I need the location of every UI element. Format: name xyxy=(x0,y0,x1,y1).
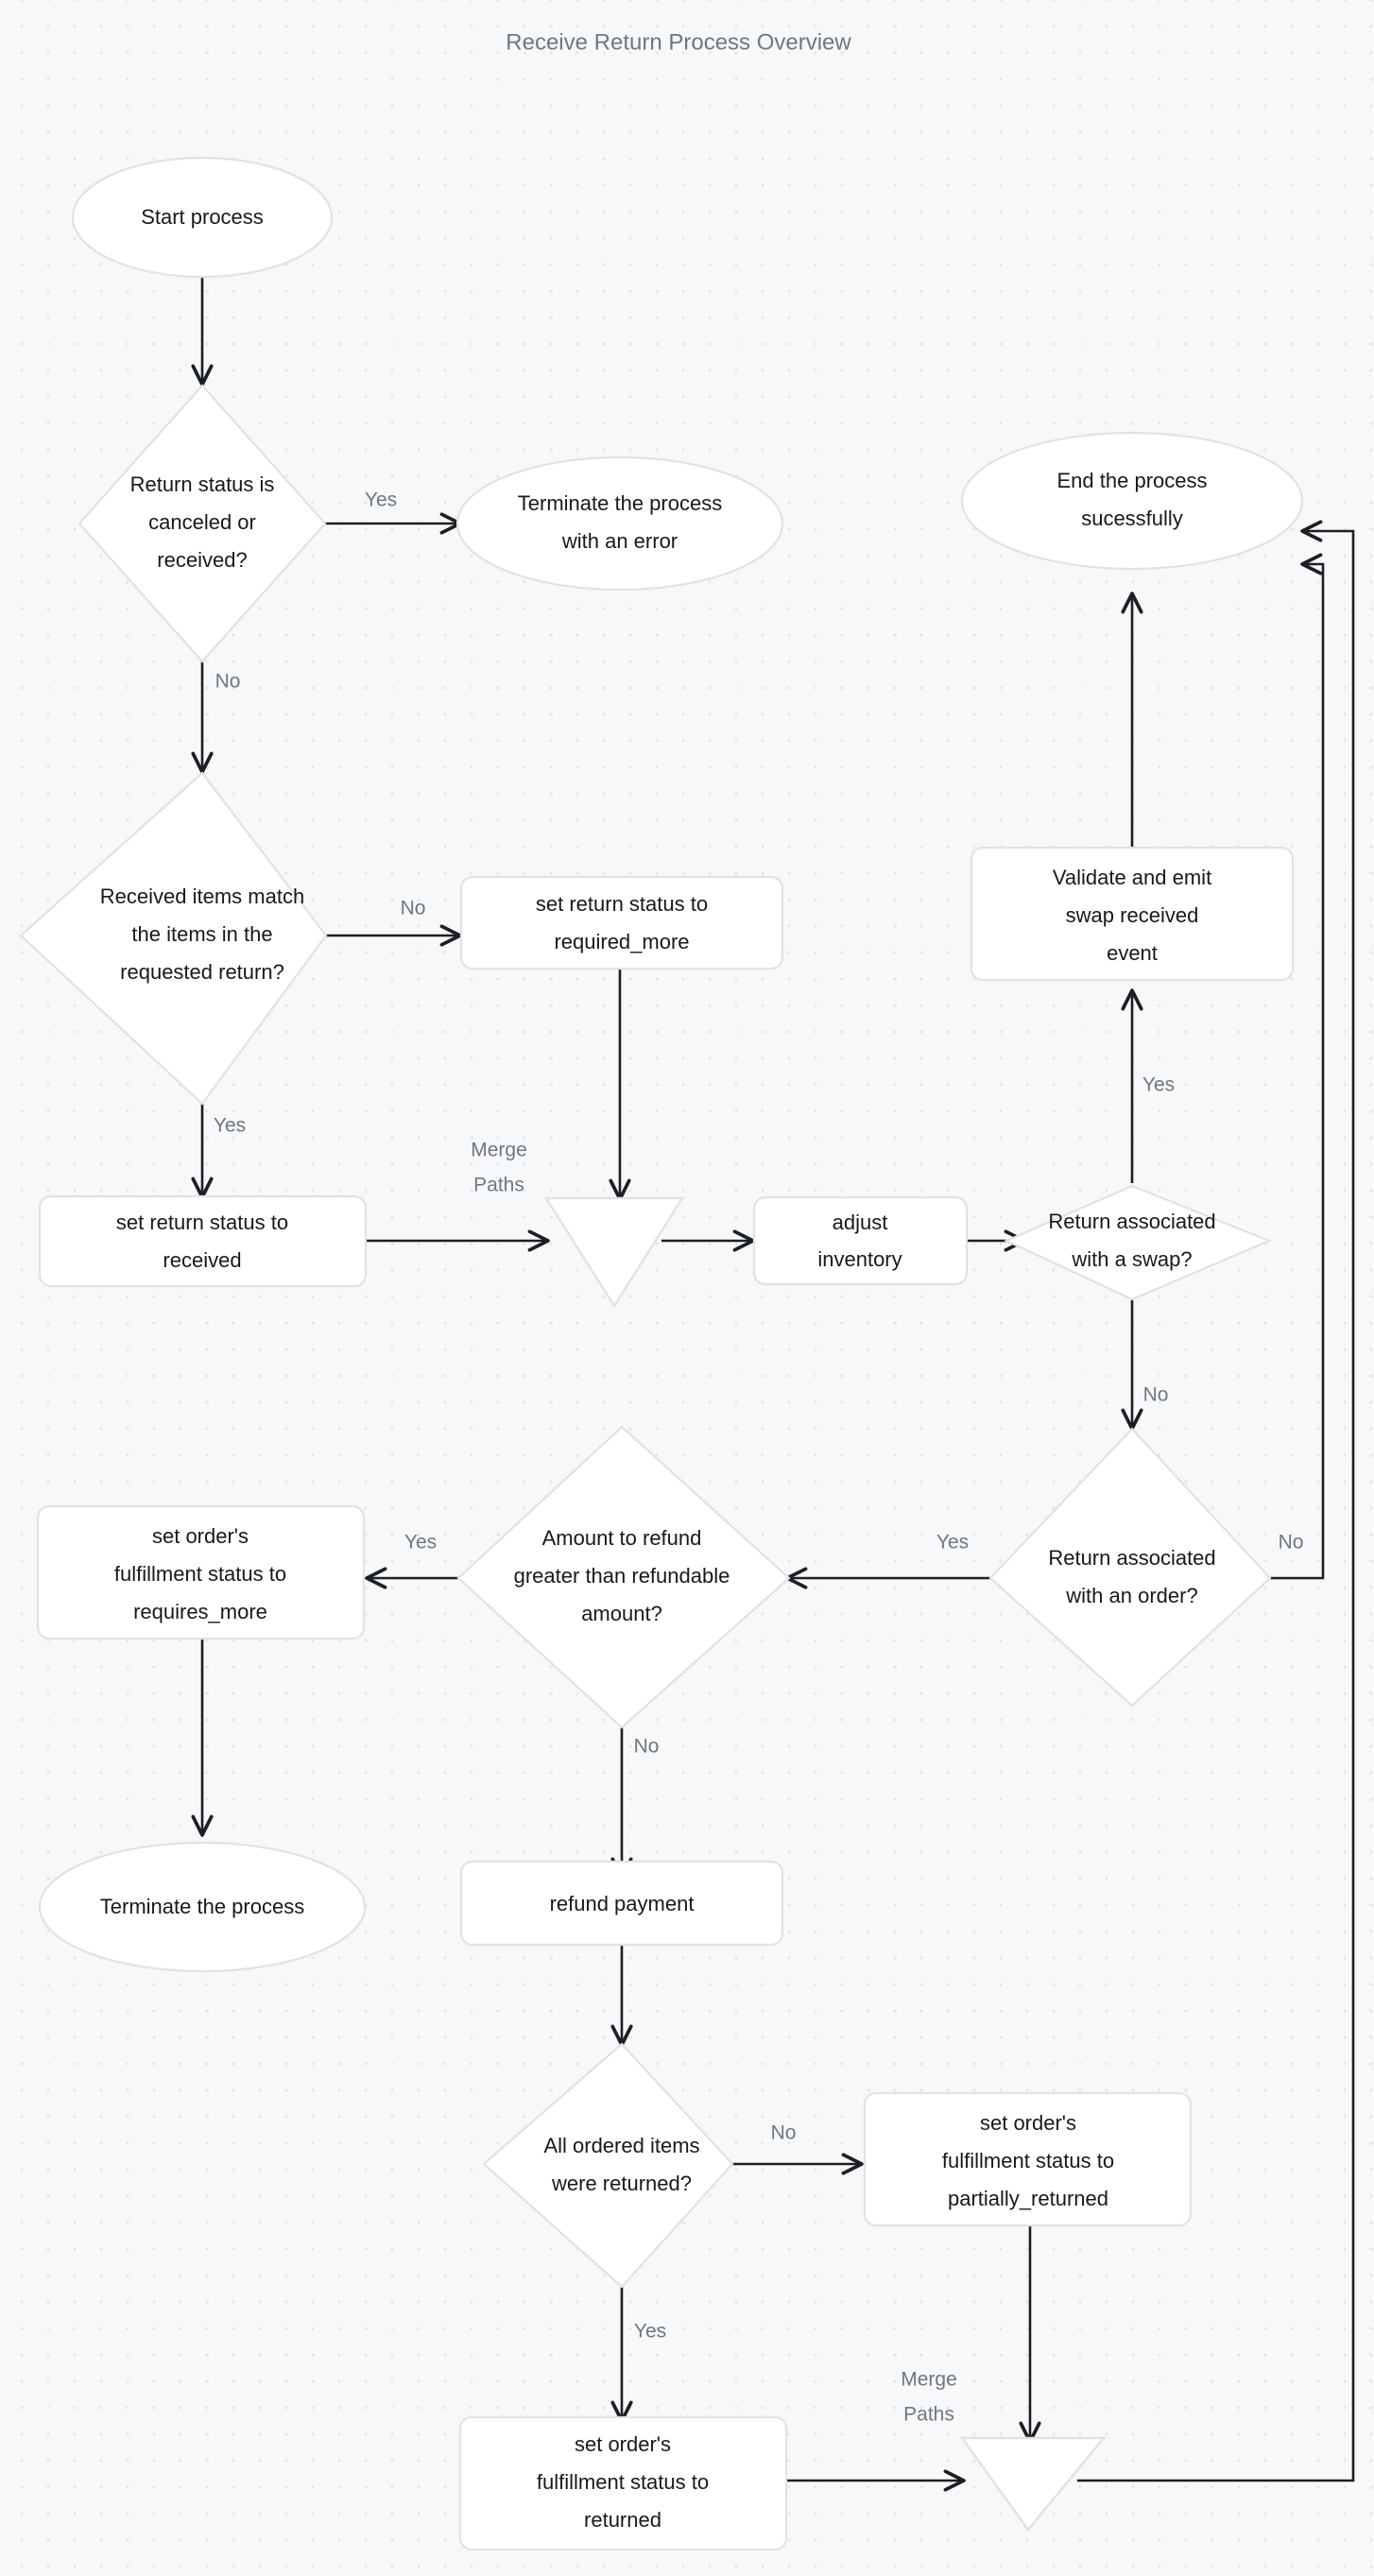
node-set-fulfillment-requires-more-line1: set order's xyxy=(152,1524,249,1548)
node-adjust-inventory-line2: inventory xyxy=(817,1247,902,1271)
node-return-status-check[interactable]: Return status is canceled or received? xyxy=(77,384,327,663)
edge-labels-layer: Yes No No Yes Yes No Yes No Yes No No Ye… xyxy=(214,489,1304,2343)
node-amount-refund-greater-line3: amount? xyxy=(581,1602,662,1625)
node-start-process[interactable]: Start process xyxy=(71,156,334,279)
node-amount-refund-greater-line2: greater than refundable xyxy=(514,1564,730,1588)
edge-merge2-to-end xyxy=(1077,520,1355,2482)
node-terminate-with-error[interactable]: Terminate the process with an error xyxy=(455,455,784,592)
edges-layer xyxy=(191,255,1355,2492)
node-merge-paths-2[interactable]: Merge Paths xyxy=(901,2369,1107,2532)
node-set-fulfillment-requires-more-line3: requires_more xyxy=(133,1600,267,1623)
node-adjust-inventory-line1: adjust xyxy=(833,1211,888,1234)
node-validate-emit-swap-received-line2: swap received xyxy=(1066,903,1199,927)
node-set-fulfillment-partially-returned-line3: partially_returned xyxy=(948,2187,1108,2210)
node-refund-payment[interactable]: refund payment xyxy=(459,1860,784,1947)
node-set-fulfillment-returned-line2: fulfillment status to xyxy=(537,2470,709,2494)
node-validate-emit-swap-received[interactable]: Validate and emit swap received event xyxy=(970,846,1295,982)
node-set-fulfillment-requires-more-line2: fulfillment status to xyxy=(114,1562,286,1586)
edge-label-no-order: No xyxy=(1279,1532,1304,1554)
node-all-ordered-items-returned-line2: were returned? xyxy=(551,2172,692,2195)
edge-label-no-items: No xyxy=(401,898,426,919)
node-received-items-match-line3: requested return? xyxy=(120,960,284,984)
edge-order-to-end xyxy=(1242,553,1325,1580)
edge-label-yes-status: Yes xyxy=(365,489,397,511)
node-set-fulfillment-returned[interactable]: set order's fulfillment status to return… xyxy=(458,2415,788,2551)
node-all-ordered-items-returned-line1: All ordered items xyxy=(543,2134,699,2157)
node-end-process-successfully[interactable]: End the process sucessfully xyxy=(960,431,1304,571)
node-merge-paths-1-line1: Merge xyxy=(471,1140,527,1161)
node-received-items-match-line1: Received items match xyxy=(100,884,304,908)
edge-label-no-status: No xyxy=(215,671,241,693)
node-return-associated-order[interactable]: Return associated with an order? xyxy=(988,1427,1272,1708)
node-set-fulfillment-returned-line1: set order's xyxy=(575,2432,671,2456)
node-return-associated-swap[interactable]: Return associated with a swap? xyxy=(1004,1184,1272,1301)
edge-label-yes-swap: Yes xyxy=(1142,1074,1175,1096)
node-set-fulfillment-requires-more[interactable]: set order's fulfillment status to requir… xyxy=(36,1504,366,1640)
node-amount-refund-greater[interactable]: Amount to refund greater than refundable… xyxy=(456,1425,791,1729)
node-return-status-check-line1: Return status is xyxy=(130,472,275,496)
node-terminate-with-error-line2: with an error xyxy=(561,529,678,553)
node-set-fulfillment-partially-returned[interactable]: set order's fulfillment status to partia… xyxy=(863,2091,1193,2227)
edge-label-no-all-returned: No xyxy=(771,2122,797,2144)
node-adjust-inventory[interactable]: adjust inventory xyxy=(752,1195,969,1286)
node-refund-payment-label: refund payment xyxy=(550,1892,695,1915)
node-amount-refund-greater-line1: Amount to refund xyxy=(542,1526,702,1550)
node-end-process-successfully-line1: End the process xyxy=(1057,469,1208,492)
node-merge-paths-1[interactable]: Merge Paths xyxy=(471,1140,685,1309)
edge-label-yes-all-returned: Yes xyxy=(634,2321,666,2343)
node-set-status-received[interactable]: set return status to received xyxy=(38,1194,368,1288)
node-terminate-process-label: Terminate the process xyxy=(100,1895,304,1918)
node-merge-paths-2-line2: Paths xyxy=(903,2404,954,2426)
node-set-fulfillment-partially-returned-line1: set order's xyxy=(980,2111,1076,2135)
node-terminate-process[interactable]: Terminate the process xyxy=(38,1841,367,1973)
node-received-items-match[interactable]: Received items match the items in the re… xyxy=(19,771,328,1106)
node-all-ordered-items-returned[interactable]: All ordered items were returned? xyxy=(482,2042,734,2289)
node-return-status-check-line2: canceled or xyxy=(148,510,256,534)
node-return-associated-swap-line1: Return associated xyxy=(1048,1210,1215,1233)
edge-label-yes-refund: Yes xyxy=(404,1532,437,1554)
node-set-status-required-more-line1: set return status to xyxy=(536,892,708,916)
edge-label-yes-items: Yes xyxy=(214,1115,246,1137)
node-set-fulfillment-returned-line3: returned xyxy=(584,2508,661,2532)
node-return-associated-swap-line2: with a swap? xyxy=(1071,1247,1192,1271)
edge-label-no-refund: No xyxy=(634,1736,660,1758)
node-validate-emit-swap-received-line1: Validate and emit xyxy=(1053,866,1211,889)
node-set-status-received-line2: received xyxy=(163,1248,241,1272)
node-set-fulfillment-partially-returned-line2: fulfillment status to xyxy=(942,2149,1114,2172)
node-start-process-label: Start process xyxy=(141,205,264,229)
node-set-status-required-more[interactable]: set return status to required_more xyxy=(459,875,784,970)
node-merge-paths-1-line2: Paths xyxy=(473,1175,524,1196)
node-end-process-successfully-line2: sucessfully xyxy=(1081,507,1183,530)
page-title: Receive Return Process Overview xyxy=(506,29,851,55)
node-return-status-check-line3: received? xyxy=(157,548,247,572)
node-set-status-required-more-line2: required_more xyxy=(554,930,689,953)
node-set-status-received-line1: set return status to xyxy=(116,1211,288,1234)
node-received-items-match-line2: the items in the xyxy=(131,922,272,946)
edge-label-no-swap: No xyxy=(1143,1384,1169,1406)
edge-label-yes-order: Yes xyxy=(936,1532,969,1554)
node-validate-emit-swap-received-line3: event xyxy=(1107,941,1158,965)
node-terminate-with-error-line1: Terminate the process xyxy=(518,491,722,515)
node-merge-paths-2-line1: Merge xyxy=(901,2369,957,2391)
node-return-associated-order-line1: Return associated xyxy=(1048,1546,1215,1570)
node-return-associated-order-line2: with an order? xyxy=(1065,1584,1197,1607)
